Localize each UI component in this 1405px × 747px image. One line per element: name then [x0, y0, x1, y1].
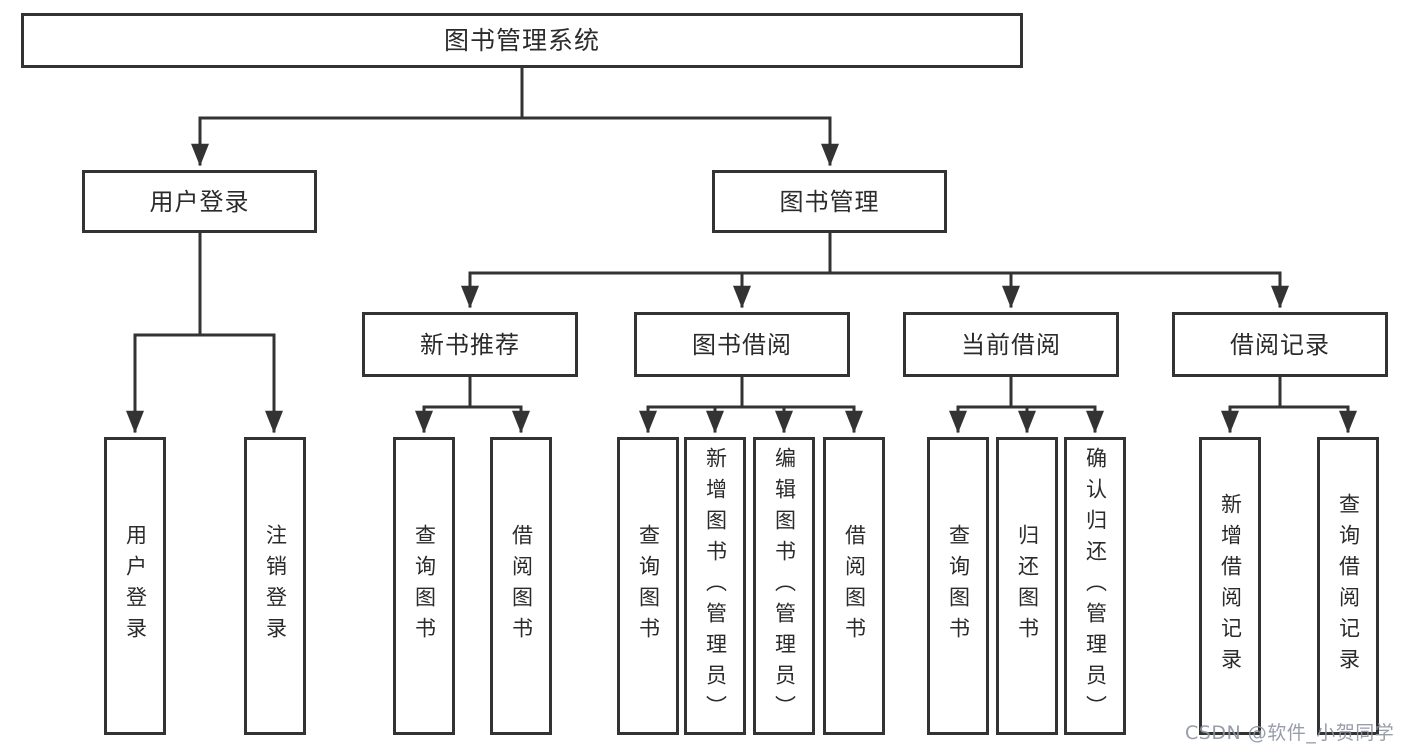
node-book-management: 图书管理 — [712, 170, 947, 233]
node-new-book-recommend: 新书推荐 — [362, 312, 578, 377]
node-book-borrowing: 图书借阅 — [634, 312, 850, 377]
leaf-add-book-admin: 新增图书（管理员） — [684, 437, 746, 735]
leaf-borrow-books: 借阅图书 — [823, 437, 885, 735]
leaf-query-books-borrowing: 查询图书 — [617, 437, 679, 735]
node-current-borrowing: 当前借阅 — [903, 312, 1119, 377]
leaf-logout: 注销登录 — [244, 437, 306, 735]
node-user-login: 用户登录 — [82, 170, 317, 233]
leaf-user-login: 用户登录 — [104, 437, 166, 735]
csdn-watermark: CSDN @软件_小贺同学 — [1185, 722, 1395, 744]
leaf-borrow-books-recommend: 借阅图书 — [490, 437, 552, 735]
leaf-edit-book-admin: 编辑图书（管理员） — [753, 437, 815, 735]
leaf-return-book: 归还图书 — [996, 437, 1058, 735]
leaf-add-borrow-record: 新增借阅记录 — [1199, 437, 1261, 735]
node-borrowing-records: 借阅记录 — [1172, 312, 1388, 377]
leaf-query-books-recommend: 查询图书 — [393, 437, 455, 735]
node-library-system: 图书管理系统 — [21, 13, 1023, 68]
leaf-query-books-current: 查询图书 — [927, 437, 989, 735]
leaf-query-borrow-record: 查询借阅记录 — [1317, 437, 1379, 735]
leaf-confirm-return-admin: 确认归还（管理员） — [1064, 437, 1126, 735]
